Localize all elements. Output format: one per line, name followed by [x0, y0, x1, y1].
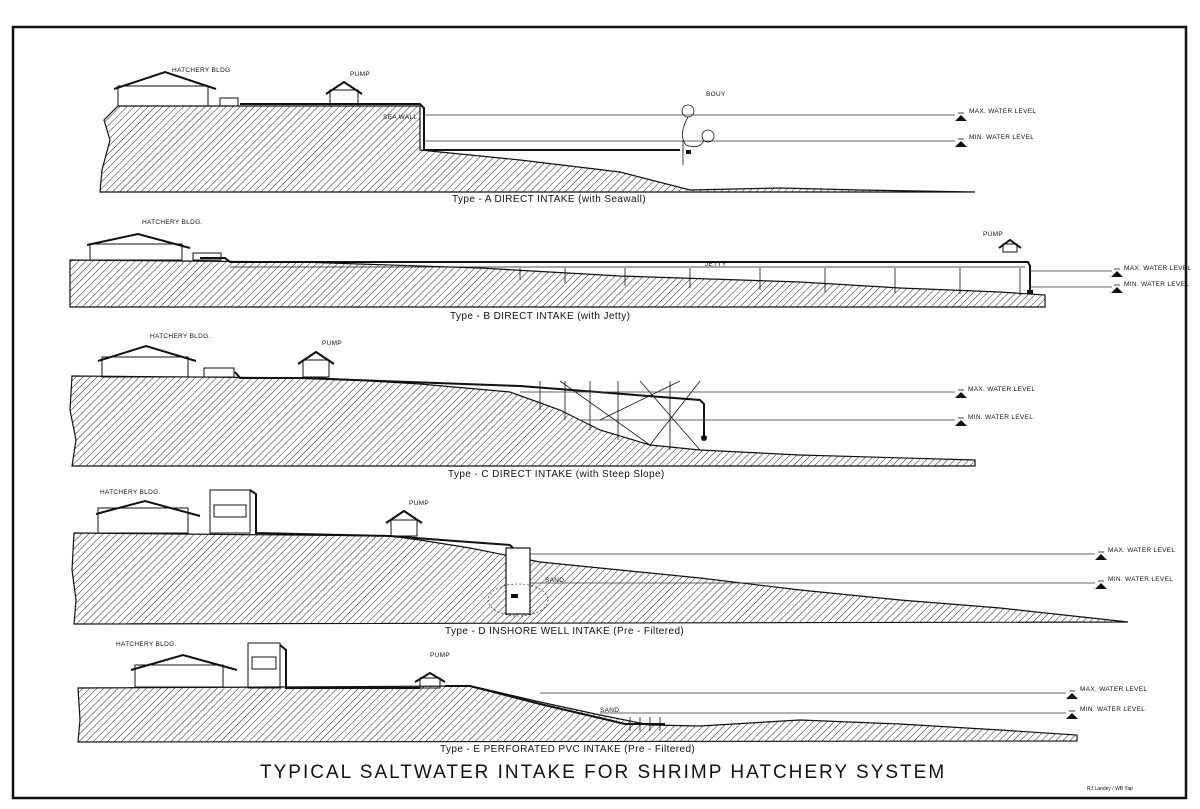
hatchery-building	[89, 243, 183, 261]
max-water-marker	[1110, 268, 1124, 278]
label-pump: PUMP	[322, 340, 342, 347]
min-water-marker	[1065, 710, 1079, 720]
drawing-credit: RJ Landey / WB Yap	[1087, 786, 1133, 792]
jetty	[519, 268, 1021, 295]
hatchery-building	[101, 356, 189, 378]
pump-house	[419, 677, 441, 689]
max-water-marker	[954, 112, 968, 122]
ground-section	[77, 685, 1078, 743]
label-pump: PUMP	[409, 500, 429, 507]
label-max-water: MAX. WATER LEVEL	[969, 108, 1036, 115]
hatchery-building	[134, 664, 224, 688]
label-min-water: MIN. WATER LEVEL	[969, 134, 1034, 141]
label-hatchery: HATCHERY BLDG.	[150, 333, 211, 340]
hatchery-building	[97, 507, 189, 534]
label-sand: SAND	[600, 707, 619, 714]
label-max-water: MAX. WATER LEVEL	[1080, 686, 1147, 693]
label-seawall: SEA WALL	[383, 114, 417, 121]
label-max-water: MAX. WATER LEVEL	[1124, 265, 1191, 272]
pump-house	[302, 359, 330, 378]
caption-type-a: Type - A DIRECT INTAKE (with Seawall)	[452, 194, 646, 205]
drawing-title: TYPICAL SALTWATER INTAKE FOR SHRIMP HATC…	[260, 762, 946, 783]
min-water-marker	[954, 138, 968, 148]
ground-section	[69, 259, 1046, 308]
ground-section	[69, 375, 976, 467]
gravel-filter	[487, 583, 549, 617]
label-hatchery: HATCHERY BLDG.	[116, 641, 177, 648]
label-pump: PUMP	[350, 71, 370, 78]
panel-type-e: HATCHERY BLDG. PUMP SAND MAX. WATER LEVE…	[77, 641, 1147, 755]
max-water-marker	[954, 389, 968, 399]
label-pump: PUMP	[983, 231, 1003, 238]
tank	[219, 97, 239, 107]
label-min-water: MIN. WATER LEVEL	[1124, 281, 1189, 288]
min-water-marker	[954, 417, 968, 427]
panel-type-d: HATCHERY BLDG. PUMP SAND MAX. WATER LEVE…	[71, 489, 1175, 637]
label-hatchery: HATCHERY BLDG	[172, 67, 230, 74]
label-min-water: MIN. WATER LEVEL	[968, 414, 1033, 421]
pump-house	[1002, 243, 1018, 253]
caption-type-e: Type - E PERFORATED PVC INTAKE (Pre - Fi…	[440, 744, 695, 755]
label-bouy: BOUY	[706, 91, 726, 98]
label-hatchery: HATCHERY BLDG.	[100, 489, 161, 496]
hatchery-building	[117, 85, 209, 107]
panel-type-c: HATCHERY BLDG. PUMP MAX. WATER LEVEL MIN…	[69, 333, 1035, 480]
settling-tank	[247, 642, 281, 689]
seawall-pipe	[240, 103, 680, 151]
label-min-water: MIN. WATER LEVEL	[1080, 706, 1145, 713]
inshore-well	[505, 547, 531, 615]
max-water-marker	[1094, 551, 1108, 561]
min-water-marker	[1110, 284, 1124, 294]
drawing-frame	[11, 25, 1188, 800]
min-water-marker	[1094, 580, 1108, 590]
panel-type-a: HATCHERY BLDG PUMP SEA WALL BOUY MAX. WA…	[99, 67, 1036, 205]
label-sand: SAND	[545, 577, 564, 584]
settling-tank	[209, 489, 251, 534]
caption-type-c: Type - C DIRECT INTAKE (with Steep Slope…	[448, 469, 665, 480]
pump-house	[329, 89, 359, 107]
panel-type-b: HATCHERY BLDG. PUMP JETTY MAX. WATER LEV…	[69, 219, 1191, 322]
perforated-pvc-intake	[625, 717, 665, 731]
label-min-water: MIN. WATER LEVEL	[1108, 576, 1173, 583]
label-max-water: MAX. WATER LEVEL	[968, 386, 1035, 393]
max-water-marker	[1065, 690, 1079, 700]
label-pump: PUMP	[430, 652, 450, 659]
caption-type-d: Type - D INSHORE WELL INTAKE (Pre - Filt…	[445, 626, 684, 637]
ground-section	[71, 532, 1129, 625]
pump-house	[390, 519, 418, 537]
label-jetty: JETTY	[705, 261, 727, 268]
label-hatchery: HATCHERY BLDG.	[142, 219, 203, 226]
caption-type-b: Type - B DIRECT INTAKE (with Jetty)	[450, 311, 630, 322]
tank	[192, 252, 222, 261]
tank	[203, 367, 235, 378]
label-max-water: MAX. WATER LEVEL	[1108, 547, 1175, 554]
